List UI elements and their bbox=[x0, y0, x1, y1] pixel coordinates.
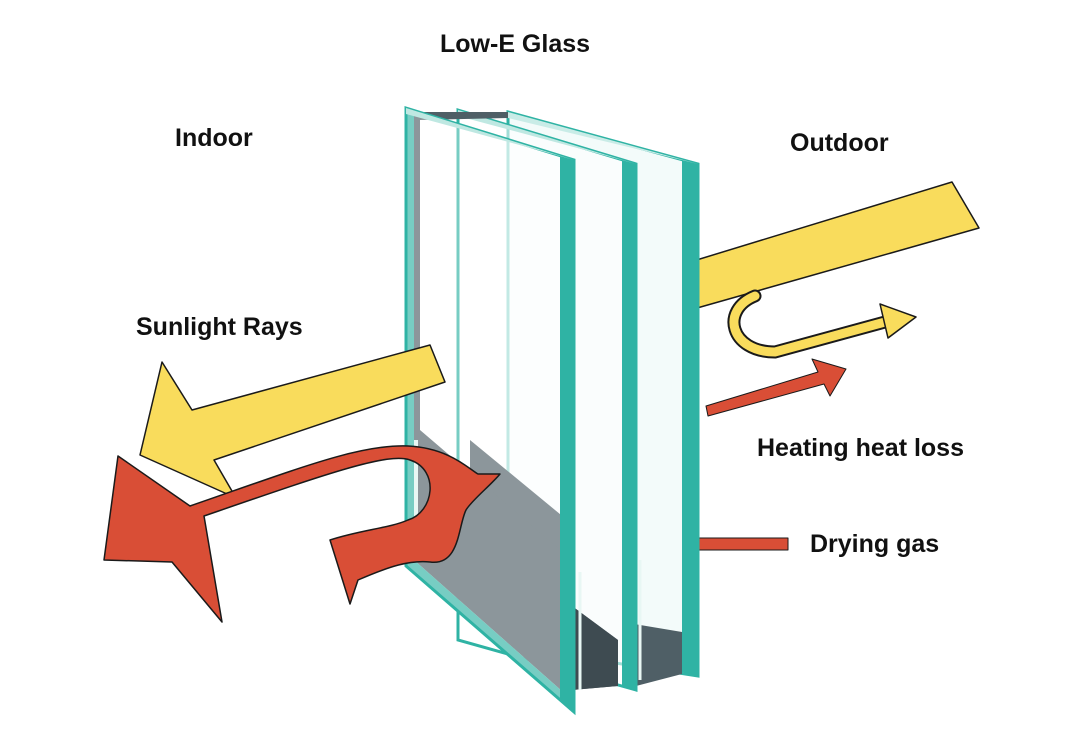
reflected-sunlight-arrowhead bbox=[879, 303, 917, 339]
inner-pane bbox=[404, 105, 576, 716]
spacer-bar-outer bbox=[634, 624, 682, 686]
triple-pane-glass-icon bbox=[404, 105, 700, 716]
heat-arrow-icon bbox=[103, 445, 501, 623]
indoor-label: Indoor bbox=[175, 124, 253, 152]
sunlight-arrow-icon bbox=[139, 344, 446, 499]
sunlight-rays-label: Sunlight Rays bbox=[136, 313, 303, 341]
outdoor-label: Outdoor bbox=[790, 129, 889, 157]
seal-frame bbox=[414, 112, 572, 700]
drying-gas-label: Drying gas bbox=[810, 530, 940, 558]
diagram-title: Low-E Glass bbox=[440, 30, 591, 58]
heat-loss-arrow bbox=[705, 358, 847, 417]
outdoor-sunlight-band bbox=[689, 181, 980, 311]
heating-heat-loss-label: Heating heat loss bbox=[757, 434, 964, 462]
